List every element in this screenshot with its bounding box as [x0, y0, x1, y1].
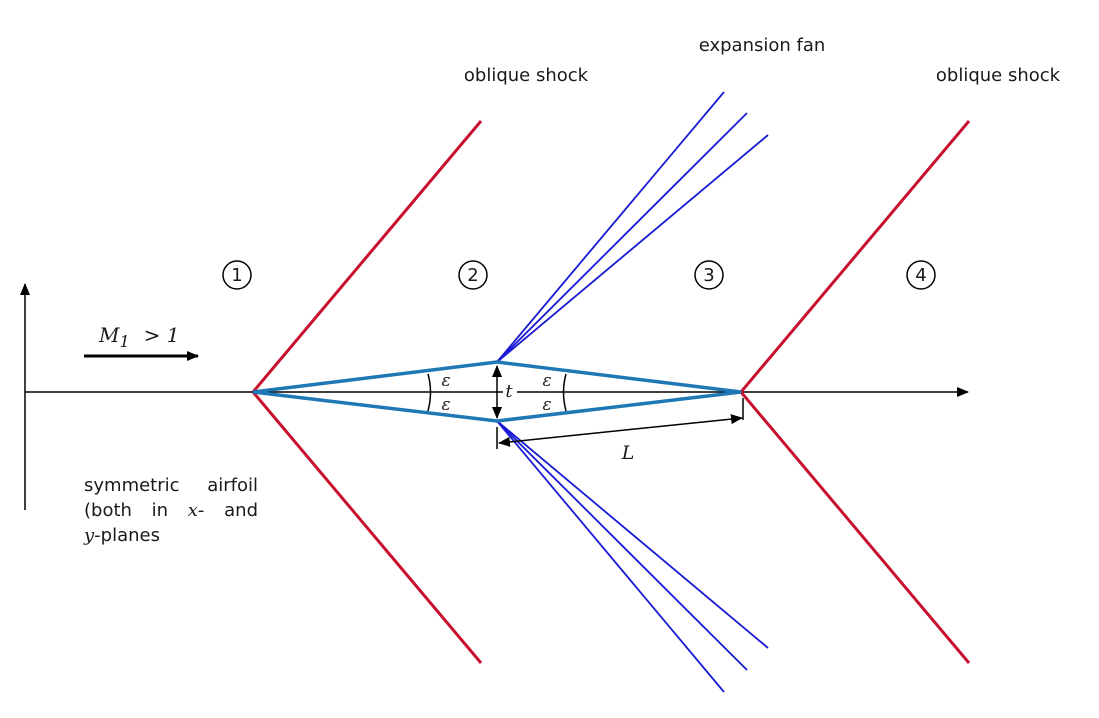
oblique-shock-leading: [251, 120, 483, 664]
region-2-label: 2: [467, 265, 478, 286]
airfoil-note-line-2: (both in x- and: [84, 498, 258, 523]
note-text: - and: [197, 500, 258, 521]
note-text: -planes: [94, 525, 160, 546]
oblique-shock-label-left: oblique shock: [464, 65, 589, 86]
region-1-label: 1: [231, 265, 242, 286]
angle-label-upper-front: ε: [441, 371, 450, 391]
length-dimension: [496, 398, 744, 449]
region-3-label: 3: [703, 265, 714, 286]
diamond-airfoil: [252, 360, 742, 423]
note-var-y: y: [84, 525, 95, 546]
angle-label-lower-front: ε: [441, 395, 450, 415]
angle-arcs: [427, 373, 567, 412]
expansion-fan-lower: [496, 420, 769, 693]
oblique-shock-trailing: [739, 120, 971, 664]
thickness-label: t: [505, 381, 513, 402]
expansion-fan-upper: [496, 91, 769, 363]
thickness-label-bg: [503, 384, 517, 400]
note-text: (both in: [84, 500, 188, 521]
angle-label-upper-rear: ε: [542, 371, 551, 391]
expansion-fan-label: expansion fan: [699, 35, 826, 56]
airfoil-note: symmetric airfoil (both in x- and y-plan…: [84, 473, 258, 548]
airfoil-note-line-1: symmetric airfoil: [84, 475, 258, 496]
airfoil-note-line-3: y-planes: [84, 523, 258, 548]
mach-label: M1> 1: [98, 323, 180, 351]
region-markers: [222, 260, 936, 290]
oblique-shock-label-right: oblique shock: [936, 65, 1061, 86]
note-var-x: x: [187, 500, 198, 521]
region-4-label: 4: [915, 265, 926, 286]
length-label: L: [621, 442, 635, 464]
angle-label-lower-rear: ε: [542, 395, 551, 415]
